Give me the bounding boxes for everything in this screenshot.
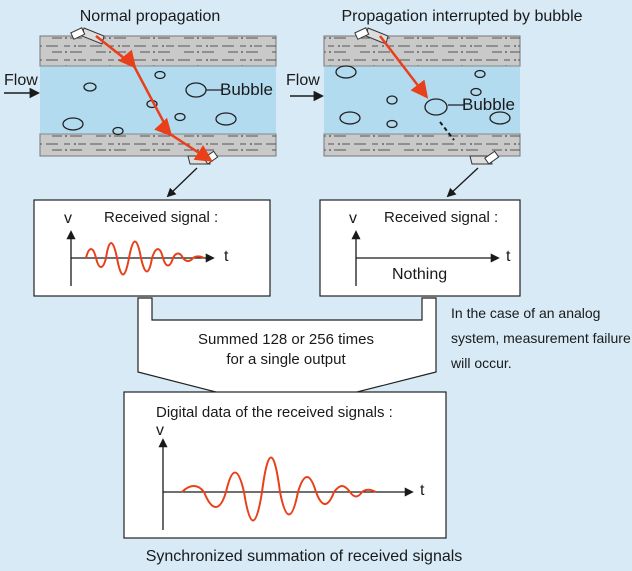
right-flow-label: Flow — [286, 72, 320, 89]
left-received-waveform — [85, 240, 205, 276]
left-x-axis-label: t — [224, 248, 229, 265]
left-top-transducer — [70, 27, 105, 45]
left-signal-title: Received signal : — [104, 209, 219, 226]
left-bubble-label: Bubble — [220, 80, 273, 99]
right-bottom-transducer — [469, 150, 500, 165]
bottom-caption: Synchronized summation of received signa… — [145, 548, 463, 565]
right-title: Propagation interrupted by bubble — [341, 8, 583, 25]
summation-line-1: Summed 128 or 256 times — [198, 331, 374, 348]
left-flow-label: Flow — [4, 72, 38, 89]
right-pointer-arrow — [446, 167, 479, 198]
digital-box-title: Digital data of the received signals : — [156, 404, 393, 421]
right-bubble-label: Bubble — [462, 95, 515, 114]
bubble-shape — [335, 65, 357, 79]
left-signal-path — [95, 35, 213, 162]
right-pipe — [323, 35, 521, 157]
bubble-shape — [386, 119, 398, 129]
analog-failure-note: In the case of an analog system, measure… — [451, 305, 631, 371]
right-signal-box — [319, 199, 521, 297]
digital-y-axis-label: v — [156, 422, 164, 439]
right-signal-title: Received signal : — [384, 209, 499, 226]
bubble-shape — [339, 111, 361, 125]
left-pointer-arrow — [166, 167, 198, 198]
left-y-axis-label: v — [64, 210, 72, 227]
bubble-shape — [83, 82, 97, 92]
bubble-shape — [489, 111, 511, 125]
right-blocked-path — [439, 121, 455, 141]
right-nothing-message: Nothing — [392, 266, 448, 283]
left-signal-box — [33, 199, 271, 297]
digital-data-box — [123, 391, 447, 539]
right-y-axis-label: v — [349, 210, 357, 227]
digital-waveform — [181, 456, 377, 522]
right-x-axis-label: t — [506, 248, 511, 265]
bubble-shape — [386, 95, 398, 105]
right-signal-path — [379, 35, 429, 99]
bubble-shape — [424, 98, 448, 116]
summation-line-2: for a single output — [226, 351, 346, 368]
bubble-shape — [470, 87, 482, 97]
bubble-shape — [215, 112, 237, 126]
bubble-shape — [474, 69, 486, 79]
left-title: Normal propagation — [79, 8, 221, 25]
right-bubbles — [335, 65, 511, 129]
bubble-shape — [62, 117, 84, 131]
digital-x-axis-label: t — [420, 482, 425, 499]
